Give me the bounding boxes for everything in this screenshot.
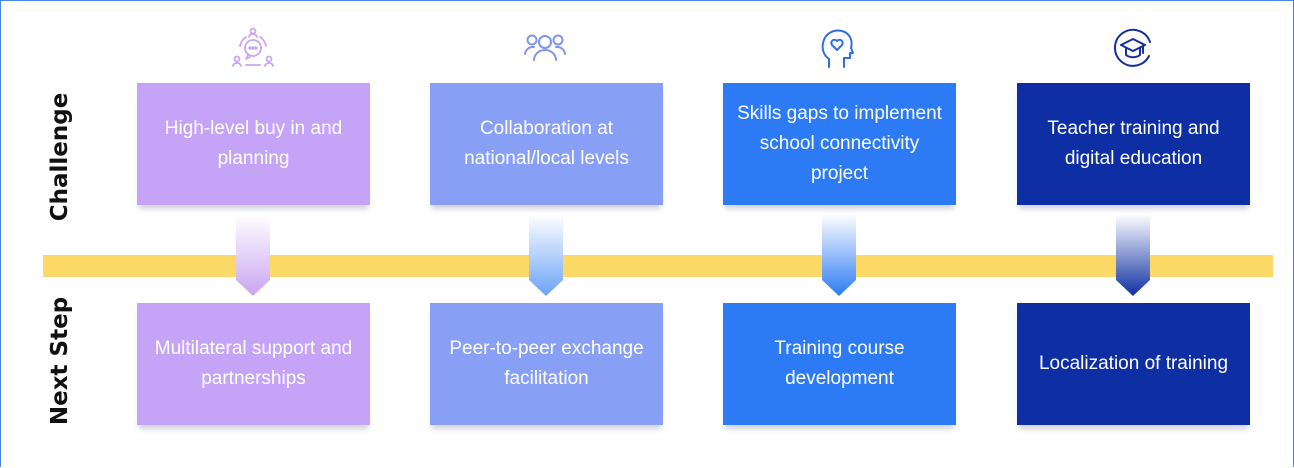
challenge-box-2: Collaboration at national/local levels [430,83,663,205]
challenge-box-4: Teacher training and digital education [1017,83,1250,205]
challenge-box-3: Skills gaps to implement school connecti… [723,83,956,205]
head-heart-icon [815,26,859,70]
connector-arrow-1 [236,214,270,298]
row-label-next-step: Next Step [47,296,73,426]
next-step-text-4: Localization of training [1038,353,1229,374]
challenge-text-3: Skills gaps to implement school connecti… [737,103,942,184]
next-step-box-4: Localization of training [1017,303,1250,425]
challenge-text-1: High-level buy in and planning [164,118,343,169]
connector-arrow-2 [529,214,563,298]
connector-arrow-4 [1116,214,1150,298]
next-step-text-2: Peer-to-peer exchange facilitation [449,338,644,389]
graduation-cap-icon [1111,26,1155,70]
next-step-box-1: Multilateral support and partnerships [137,303,370,425]
next-step-box-2: Peer-to-peer exchange facilitation [430,303,663,425]
challenge-text-2: Collaboration at national/local levels [464,118,629,169]
row-label-challenge: Challenge [47,92,73,222]
challenge-box-1: High-level buy in and planning [137,83,370,205]
next-step-text-1: Multilateral support and partnerships [154,338,353,389]
next-step-box-3: Training course development [723,303,956,425]
next-step-text-3: Training course development [774,338,905,389]
people-group-icon [523,26,567,70]
connector-arrow-3 [822,214,856,298]
timeline-band [43,255,1273,277]
discussion-icon [231,26,275,70]
challenge-text-4: Teacher training and digital education [1047,118,1220,169]
